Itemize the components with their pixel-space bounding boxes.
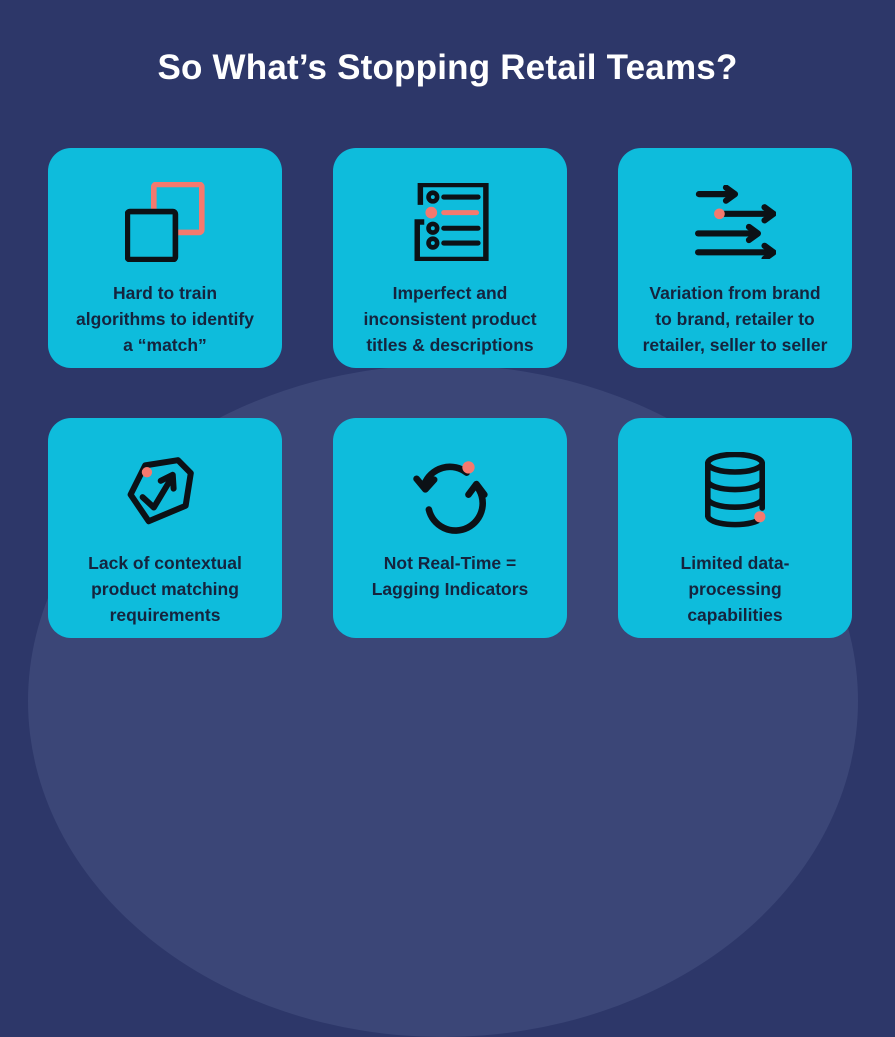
card-not-real-time: Not Real-Time = Lagging Indicators (333, 418, 567, 638)
card-contextual-matching: Lack of contextual product matching requ… (48, 418, 282, 638)
page-title: So What’s Stopping Retail Teams? (157, 48, 738, 87)
tag-arrow-icon (122, 442, 208, 542)
card-brand-variation: Variation from brand to brand, retailer … (618, 148, 852, 368)
database-icon (695, 442, 775, 542)
card-limited-data: Limited data- processing capabilities (618, 418, 852, 638)
card-label: Variation from brand to brand, retailer … (642, 283, 828, 355)
checklist-icon (411, 172, 489, 272)
card-label: Hard to train algorithms to identify a “… (76, 283, 254, 355)
card-imperfect-titles: Imperfect and inconsistent product title… (333, 148, 567, 368)
card-label: Imperfect and inconsistent product title… (363, 283, 537, 355)
card-label: Lack of contextual product matching requ… (88, 553, 242, 625)
arrows-variation-icon (694, 172, 776, 272)
overlapping-squares-icon (125, 172, 205, 272)
card-label: Not Real-Time = Lagging Indicators (371, 553, 529, 599)
sync-arrows-icon (406, 442, 494, 542)
card-hard-to-train: Hard to train algorithms to identify a “… (48, 148, 282, 368)
card-grid: Hard to train algorithms to identify a “… (48, 148, 852, 638)
card-label: Limited data- processing capabilities (680, 553, 790, 625)
